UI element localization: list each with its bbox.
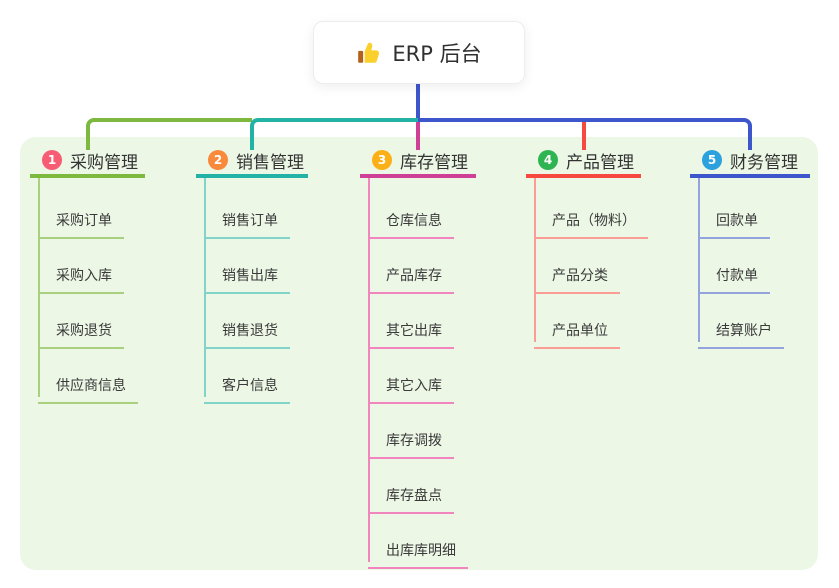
- connector-root: [416, 82, 420, 120]
- child-node[interactable]: 产品库存: [368, 259, 454, 294]
- branch-number-badge: 1: [42, 150, 62, 170]
- connector-branch-2: [250, 118, 418, 150]
- child-node[interactable]: 库存盘点: [368, 479, 454, 514]
- branch-title-3[interactable]: 3 库存管理: [360, 146, 476, 178]
- branches-panel: [20, 137, 818, 570]
- branch-title-2[interactable]: 2 销售管理: [196, 146, 308, 178]
- connector-branch-3: [416, 122, 420, 150]
- child-node[interactable]: 采购入库: [38, 259, 124, 294]
- branch-title-4[interactable]: 4 产品管理: [526, 146, 641, 178]
- child-node[interactable]: 库存调拨: [368, 424, 454, 459]
- child-node[interactable]: 出库库明细: [368, 534, 468, 569]
- branch-spine: [204, 178, 206, 397]
- connector-branch-1: [85, 118, 252, 150]
- child-node[interactable]: 其它入库: [368, 369, 454, 404]
- connector-branch-4: [581, 122, 586, 150]
- thumbs-up-icon: [356, 40, 382, 66]
- connector-branch-5: [418, 118, 752, 150]
- child-node[interactable]: 销售出库: [204, 259, 290, 294]
- child-node[interactable]: 销售退货: [204, 314, 290, 349]
- branch-number-badge: 2: [208, 150, 228, 170]
- child-node[interactable]: 产品单位: [534, 314, 620, 349]
- branch-spine: [534, 178, 536, 342]
- root-label: ERP 后台: [392, 41, 482, 66]
- root-node[interactable]: ERP 后台: [313, 21, 525, 84]
- child-node[interactable]: 客户信息: [204, 369, 290, 404]
- branch-title-1[interactable]: 1 采购管理: [30, 146, 145, 178]
- branch-title-label: 销售管理: [236, 152, 304, 173]
- branch-title-label: 采购管理: [70, 152, 138, 173]
- branch-number-badge: 3: [372, 150, 392, 170]
- branch-number-badge: 5: [702, 150, 722, 170]
- child-node[interactable]: 供应商信息: [38, 369, 138, 404]
- child-node[interactable]: 采购订单: [38, 204, 124, 239]
- child-node[interactable]: 其它出库: [368, 314, 454, 349]
- branch-title-label: 财务管理: [730, 152, 798, 173]
- child-node[interactable]: 销售订单: [204, 204, 290, 239]
- child-node[interactable]: 产品分类: [534, 259, 620, 294]
- child-node[interactable]: 产品（物料）: [534, 204, 648, 239]
- branch-number-badge: 4: [538, 150, 558, 170]
- branch-spine: [368, 178, 370, 562]
- child-node[interactable]: 仓库信息: [368, 204, 454, 239]
- branch-title-label: 产品管理: [566, 152, 634, 173]
- child-node[interactable]: 回款单: [698, 204, 770, 239]
- branch-spine: [38, 178, 40, 397]
- branch-spine: [698, 178, 700, 342]
- child-node[interactable]: 采购退货: [38, 314, 124, 349]
- child-node[interactable]: 付款单: [698, 259, 770, 294]
- child-node[interactable]: 结算账户: [698, 314, 784, 349]
- branch-title-5[interactable]: 5 财务管理: [690, 146, 810, 178]
- branch-title-label: 库存管理: [400, 152, 468, 173]
